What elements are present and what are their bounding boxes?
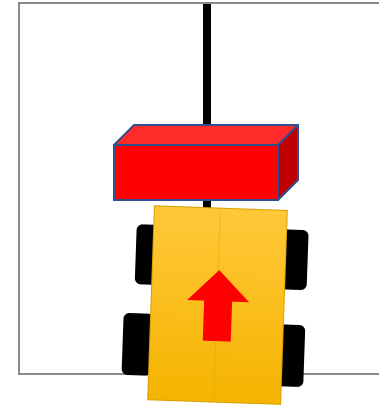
- obstacle-front-face: [114, 145, 278, 200]
- box-obstacle-icon: [114, 125, 298, 200]
- obstacle-top-face: [114, 125, 298, 145]
- robot-car-icon: [121, 205, 310, 405]
